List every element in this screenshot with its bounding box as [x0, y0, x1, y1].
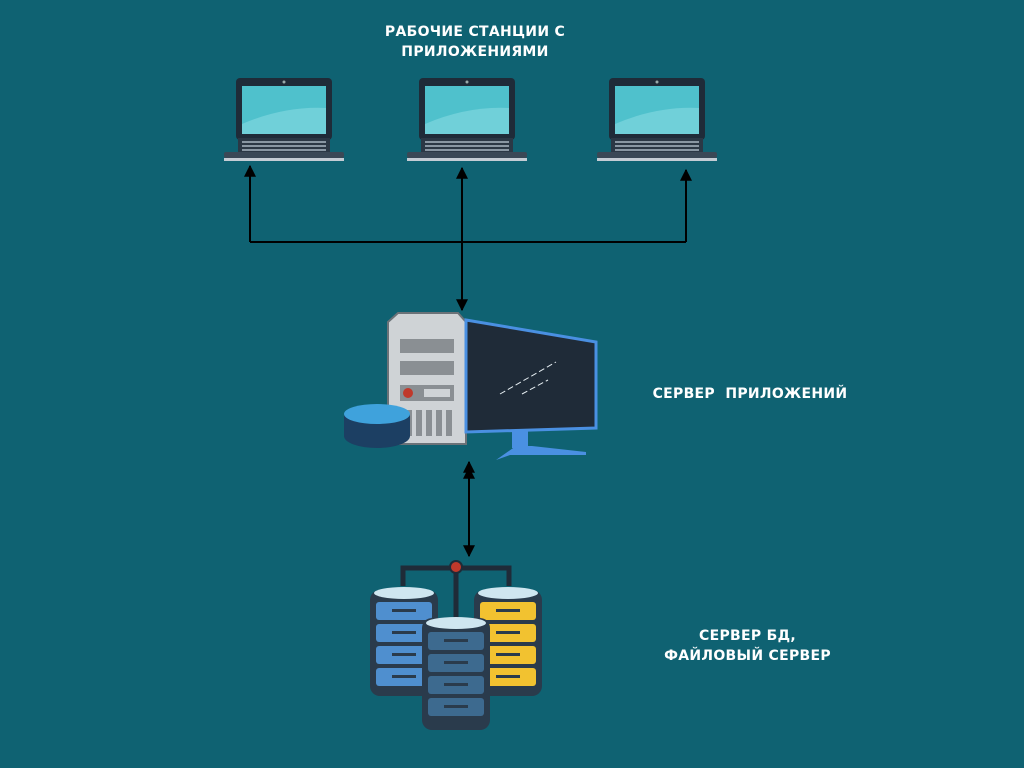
db-server-label-line-1: СЕРВЕР БД, — [699, 628, 796, 644]
laptop-1-icon — [224, 78, 344, 161]
database-stack-icon — [370, 560, 542, 730]
workstations-label-line-2: ПРИЛОЖЕНИЯМИ — [401, 44, 549, 60]
db-server-label-line-2: ФАЙЛОВЫЙ СЕРВЕР — [664, 648, 831, 664]
laptop-2-icon — [407, 78, 527, 161]
db-cylinder-dark — [422, 617, 490, 730]
app-server-label: СЕРВЕР ПРИЛОЖЕНИЙ — [652, 386, 848, 402]
db-cylinder-blue — [370, 587, 438, 696]
workstations-label-line-1: РАБОЧИЕ СТАНЦИИ С — [384, 24, 566, 40]
connectors — [244, 164, 692, 558]
db-cylinder-yellow — [474, 587, 542, 696]
workstations-label: РАБОЧИЕ СТАНЦИИ С ПРИЛОЖЕНИЯМИ — [340, 22, 610, 62]
laptop-3-icon — [597, 78, 717, 161]
db-server-label: СЕРВЕР БД, ФАЙЛОВЫЙ СЕРВЕР — [630, 626, 865, 666]
desktop-computer-icon — [344, 312, 598, 460]
